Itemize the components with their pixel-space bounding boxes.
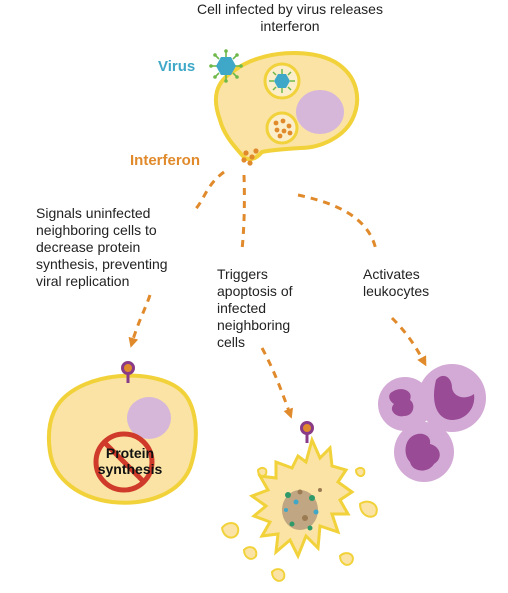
leukocyte-1 bbox=[378, 377, 432, 431]
receptor-icon-apoptotic bbox=[300, 421, 314, 443]
internal-virus-icon bbox=[269, 69, 295, 93]
leukocyte-3 bbox=[394, 422, 454, 482]
arrow-to-uninfected-cell bbox=[191, 170, 225, 214]
uninfected-cell-nucleus bbox=[127, 397, 171, 439]
interferon-vesicle bbox=[265, 111, 299, 145]
arrow-to-uninfected-cell-lower bbox=[128, 294, 152, 348]
apoptotic-cell bbox=[220, 421, 378, 582]
released-interferon bbox=[241, 148, 259, 166]
signals-annotation: Signals uninfected neighboring cells to … bbox=[36, 205, 168, 289]
arrow-to-leukocytes bbox=[297, 193, 378, 251]
virus-label: Virus bbox=[158, 58, 196, 75]
diagram-title: Cell infected by virus releases interfer… bbox=[197, 1, 383, 34]
arrow-to-apoptotic-cell-lower bbox=[260, 347, 293, 419]
no-sign-icon bbox=[93, 431, 155, 493]
activates-annotation: Activates leukocytes bbox=[363, 266, 430, 299]
apoptotic-fragments bbox=[220, 466, 378, 582]
apoptotic-cell-nucleus bbox=[282, 490, 318, 530]
virus-icon bbox=[209, 49, 243, 83]
infected-cell-nucleus bbox=[296, 90, 344, 134]
infected-cell bbox=[213, 51, 360, 162]
arrow-to-apoptotic-cell bbox=[240, 174, 246, 251]
vesicle-interferon-dots bbox=[273, 118, 293, 139]
leukocytes bbox=[378, 364, 486, 482]
arrow-to-leukocytes-lower bbox=[390, 316, 427, 367]
receptor-icon bbox=[121, 361, 135, 383]
leukocyte-2 bbox=[418, 364, 486, 432]
viral-debris bbox=[284, 488, 322, 531]
triggers-annotation: Triggers apoptosis of infected neighbori… bbox=[217, 266, 293, 350]
protein-synthesis-label: Protein synthesis bbox=[97, 445, 163, 477]
interferon-label: Interferon bbox=[130, 152, 201, 169]
uninfected-cell-body bbox=[46, 373, 198, 505]
uninfected-cell bbox=[46, 361, 198, 505]
